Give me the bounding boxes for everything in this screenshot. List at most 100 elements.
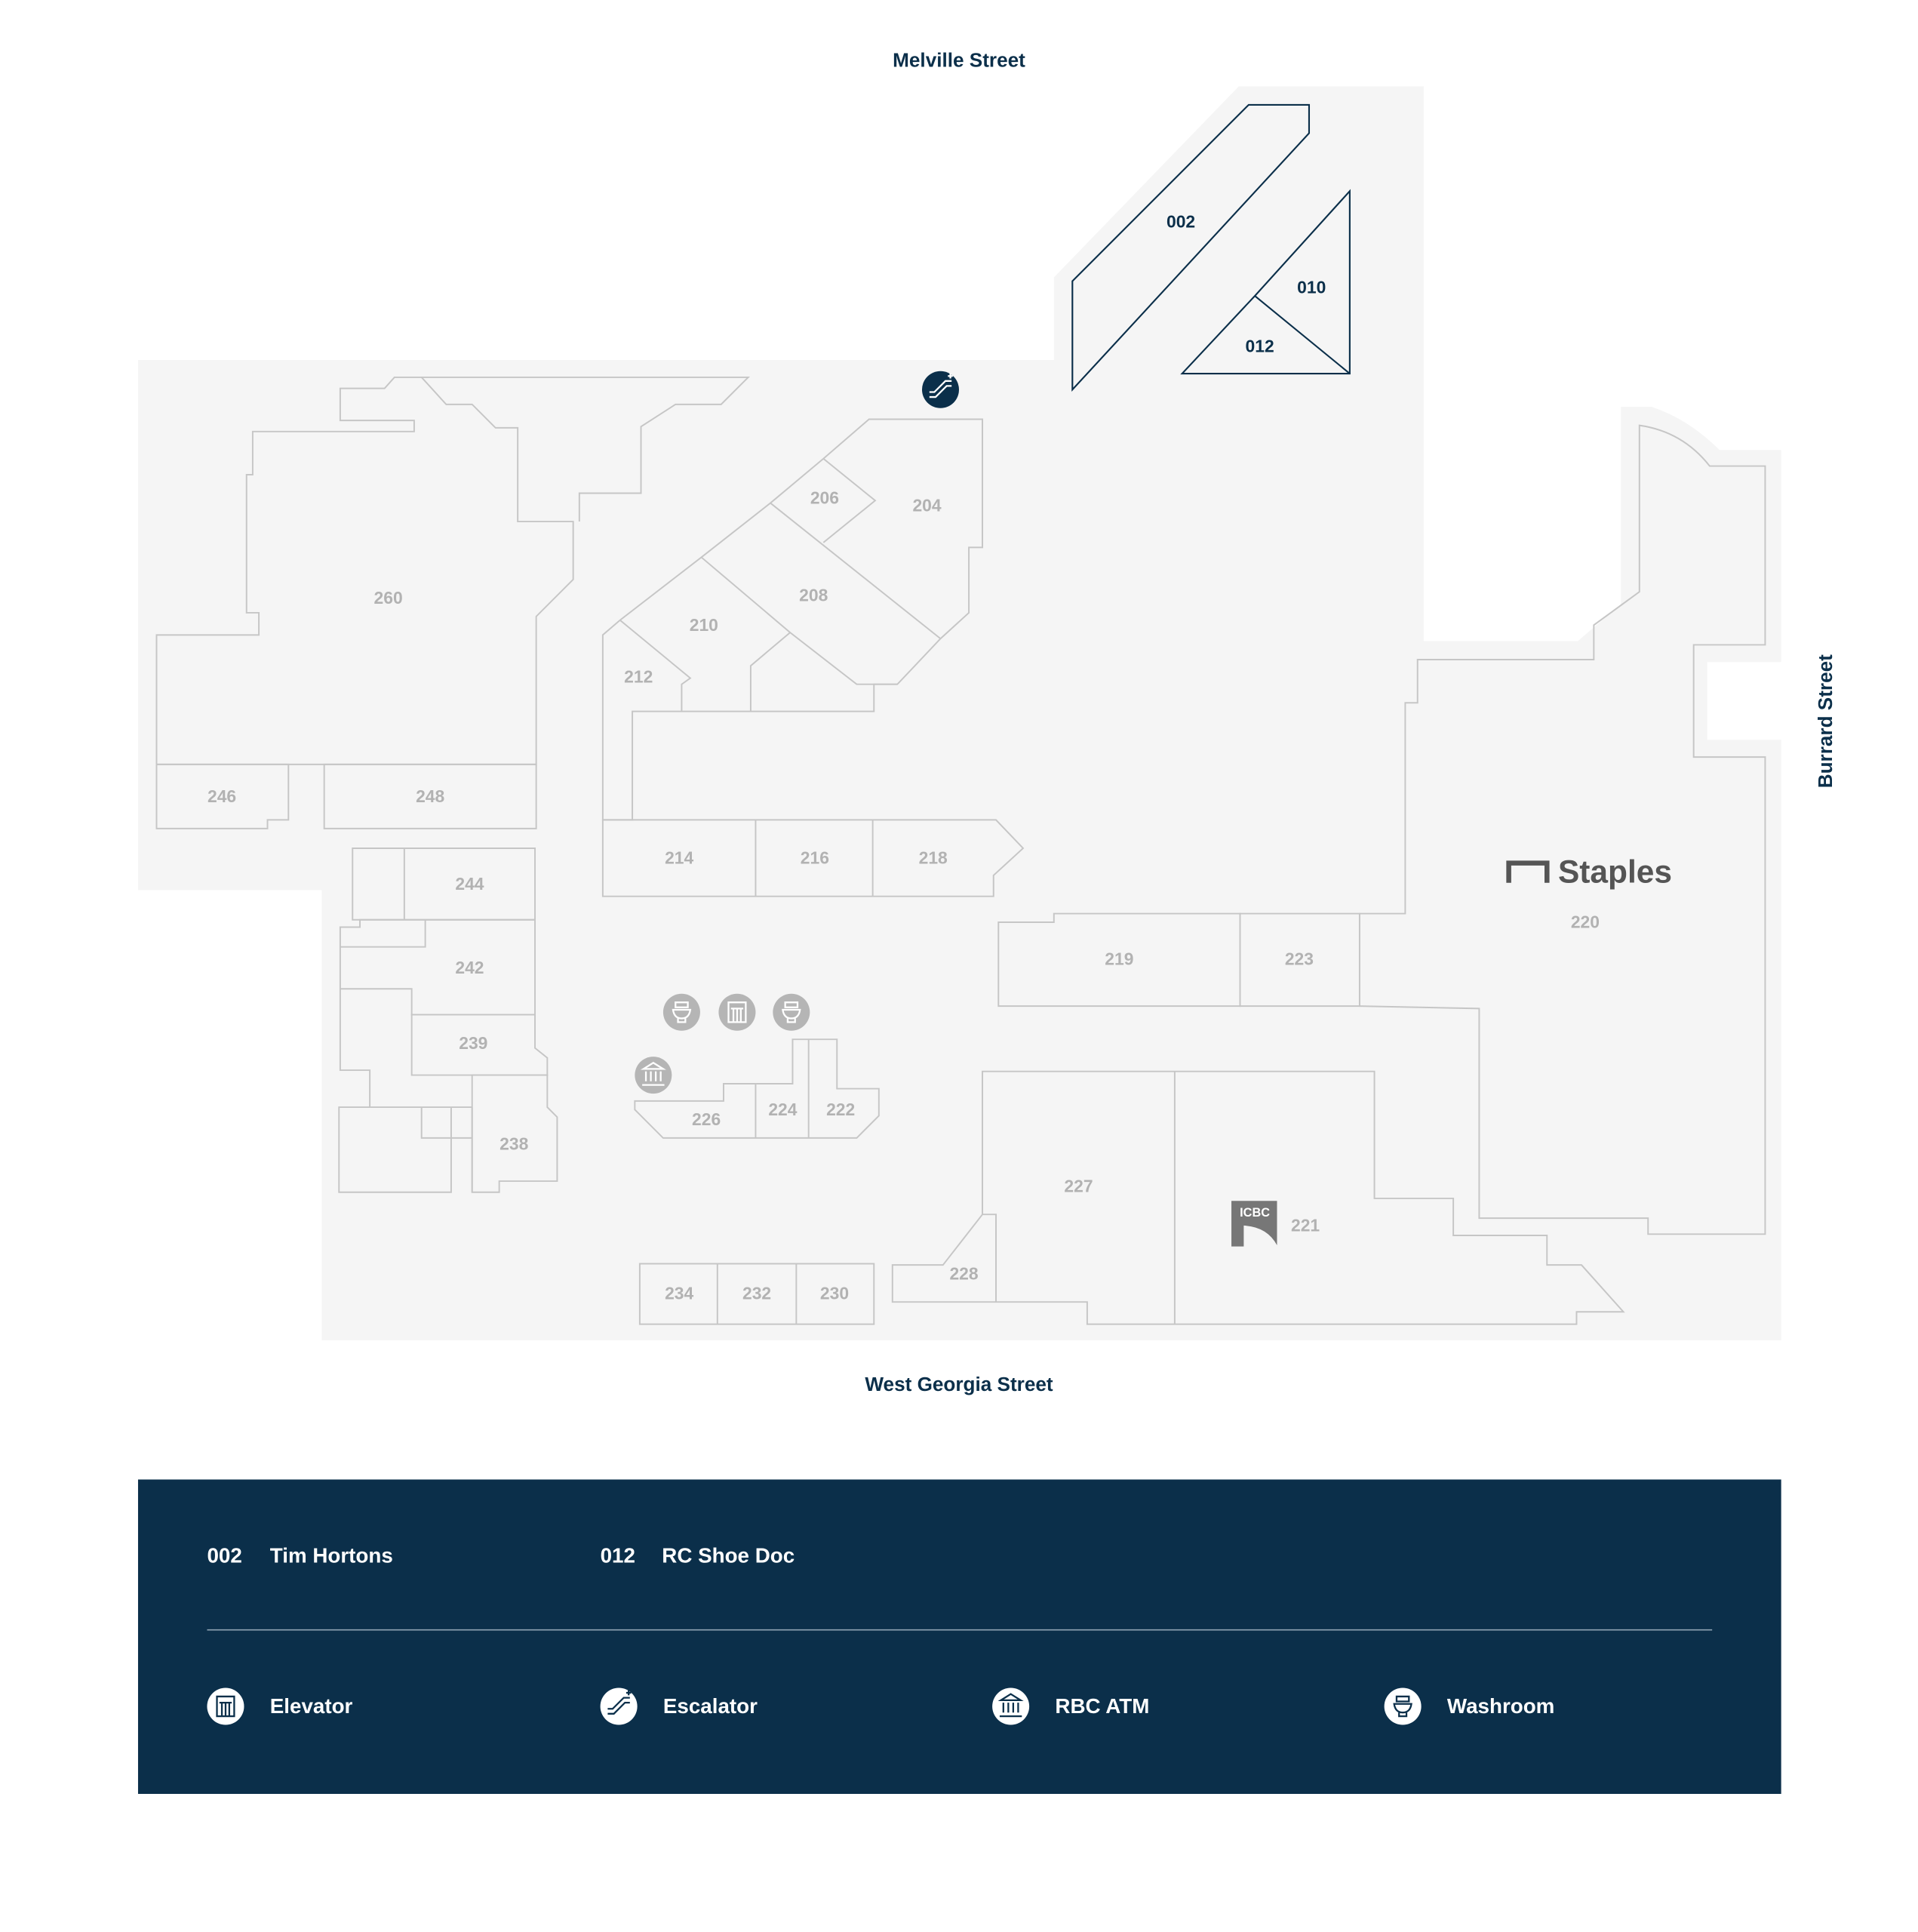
washroom-icon[interactable] — [662, 993, 700, 1031]
unit-224[interactable]: 224 — [768, 1100, 797, 1119]
legend-panel: 002 Tim Hortons 012 RC Shoe Doc Elevator… — [137, 1479, 1781, 1795]
map-shape — [638, 1263, 875, 1325]
map-shape — [662, 993, 700, 1031]
unit-220[interactable]: Staples 220 — [1359, 424, 1766, 1235]
map-shape — [471, 1074, 558, 1193]
map-shape — [1506, 860, 1550, 883]
unit-228[interactable]: 228 — [949, 1263, 978, 1283]
label-u242: 242 — [455, 958, 484, 977]
label-number: 012 — [601, 1544, 635, 1567]
label-staples: Staples — [1558, 854, 1672, 890]
unit-234[interactable]: 234 — [665, 1283, 693, 1303]
map-shape — [1359, 424, 1766, 1235]
map-shape — [997, 1693, 1024, 1718]
map-shape — [600, 1687, 638, 1725]
unit-row-214-218 — [601, 819, 1025, 897]
label-u010: 010 — [1297, 277, 1326, 297]
unit-216[interactable]: 216 — [801, 848, 829, 868]
label-u260: 260 — [374, 588, 403, 608]
atm-icon — [992, 1687, 1030, 1725]
map-shape — [339, 918, 536, 1016]
unit-210[interactable]: 210 — [690, 615, 718, 635]
unit-230[interactable]: 230 — [820, 1283, 849, 1303]
map-shape — [1180, 189, 1351, 375]
label-label: Washroom — [1447, 1694, 1554, 1718]
unit-226[interactable]: 226 — [692, 1109, 721, 1129]
map-shape — [929, 374, 953, 398]
unit-row-230-234 — [638, 1263, 875, 1325]
unit-208[interactable]: 208 — [799, 586, 828, 605]
map-shape — [155, 763, 290, 829]
atm-icon[interactable] — [635, 1057, 672, 1094]
map-shape — [155, 376, 574, 765]
label-u239: 239 — [459, 1033, 487, 1053]
map-shape — [672, 1001, 692, 1023]
label-u246: 246 — [207, 786, 236, 806]
unit-260[interactable]: 260 — [155, 376, 751, 765]
unit-238[interactable]: 238 — [471, 1074, 558, 1193]
unit-012[interactable]: 012 — [1246, 337, 1274, 356]
map-shape — [891, 1070, 1625, 1325]
label-u223: 223 — [1285, 949, 1314, 969]
unit-row-222-226 — [634, 1038, 880, 1139]
map-shape — [421, 376, 751, 522]
map-shape — [1393, 1695, 1412, 1718]
label-u244: 244 — [455, 874, 484, 894]
legend-washroom[interactable]: Washroom — [1384, 1687, 1555, 1725]
elevator-icon[interactable] — [718, 993, 756, 1031]
map-shape — [619, 457, 942, 712]
label-u220: 220 — [1571, 912, 1600, 932]
washroom-icon — [1384, 1687, 1422, 1725]
legend-atm[interactable]: RBC ATM — [992, 1687, 1149, 1725]
map-shape — [727, 1001, 747, 1023]
staples-logo: Staples — [1506, 854, 1672, 890]
legend-escalator[interactable]: Escalator — [600, 1687, 758, 1725]
legend-elevator[interactable]: Elevator — [207, 1687, 353, 1725]
label-u002: 002 — [1166, 212, 1195, 232]
label-u248: 248 — [416, 786, 444, 806]
unit-232[interactable]: 232 — [742, 1283, 771, 1303]
label-label: RBC ATM — [1055, 1694, 1149, 1718]
washroom-icon[interactable] — [773, 993, 810, 1031]
legend-store-012[interactable]: 012 RC Shoe Doc — [601, 1544, 795, 1567]
unit-239[interactable]: 239 — [410, 1014, 549, 1076]
unit-244[interactable]: 244 — [352, 848, 536, 921]
street-label-east: Burrard Street — [1814, 654, 1837, 788]
unit-010[interactable]: 010 — [1180, 189, 1351, 375]
unit-206[interactable]: 206 — [810, 488, 839, 508]
unit-221[interactable]: 221 — [1291, 1216, 1320, 1235]
label-name: RC Shoe Doc — [662, 1544, 795, 1567]
legend-store-002[interactable]: 002 Tim Hortons — [207, 1544, 392, 1567]
map-shape — [338, 989, 473, 1193]
unit-cluster-204-212 — [601, 418, 984, 821]
unit-204[interactable]: 204 — [912, 496, 941, 515]
unit-246[interactable]: 246 — [155, 763, 290, 829]
label-label: Escalator — [663, 1694, 758, 1718]
unit-002[interactable]: 002 — [1071, 103, 1311, 392]
unit-212[interactable]: 212 — [624, 667, 653, 687]
label-u238: 238 — [499, 1134, 528, 1154]
map-shape — [607, 1690, 632, 1715]
street-label-south: West Georgia Street — [865, 1373, 1053, 1395]
escalator-icon[interactable] — [921, 371, 959, 408]
map-shape — [137, 1479, 1781, 1795]
floor-area — [137, 86, 1781, 1340]
map-shape — [1384, 1687, 1422, 1725]
street-label-north: Melville Street — [893, 49, 1025, 72]
unit-227[interactable]: 227 — [1064, 1176, 1093, 1195]
unit-row-221-228 — [891, 1070, 1625, 1325]
map-shape — [601, 418, 984, 821]
unit-218[interactable]: 218 — [919, 848, 948, 868]
map-shape — [1071, 103, 1311, 392]
icbc-logo: ICBC — [1231, 1201, 1277, 1247]
unit-blocks-west — [338, 989, 473, 1193]
unit-214[interactable]: 214 — [665, 848, 693, 868]
elevator-icon — [207, 1687, 244, 1725]
unit-242[interactable]: 242 — [339, 918, 536, 1016]
label-u012: 012 — [1246, 337, 1274, 356]
unit-222[interactable]: 222 — [826, 1100, 855, 1119]
escalator-icon — [600, 1687, 638, 1725]
map-shape — [782, 1001, 801, 1023]
unit-248[interactable]: 248 — [323, 763, 537, 829]
